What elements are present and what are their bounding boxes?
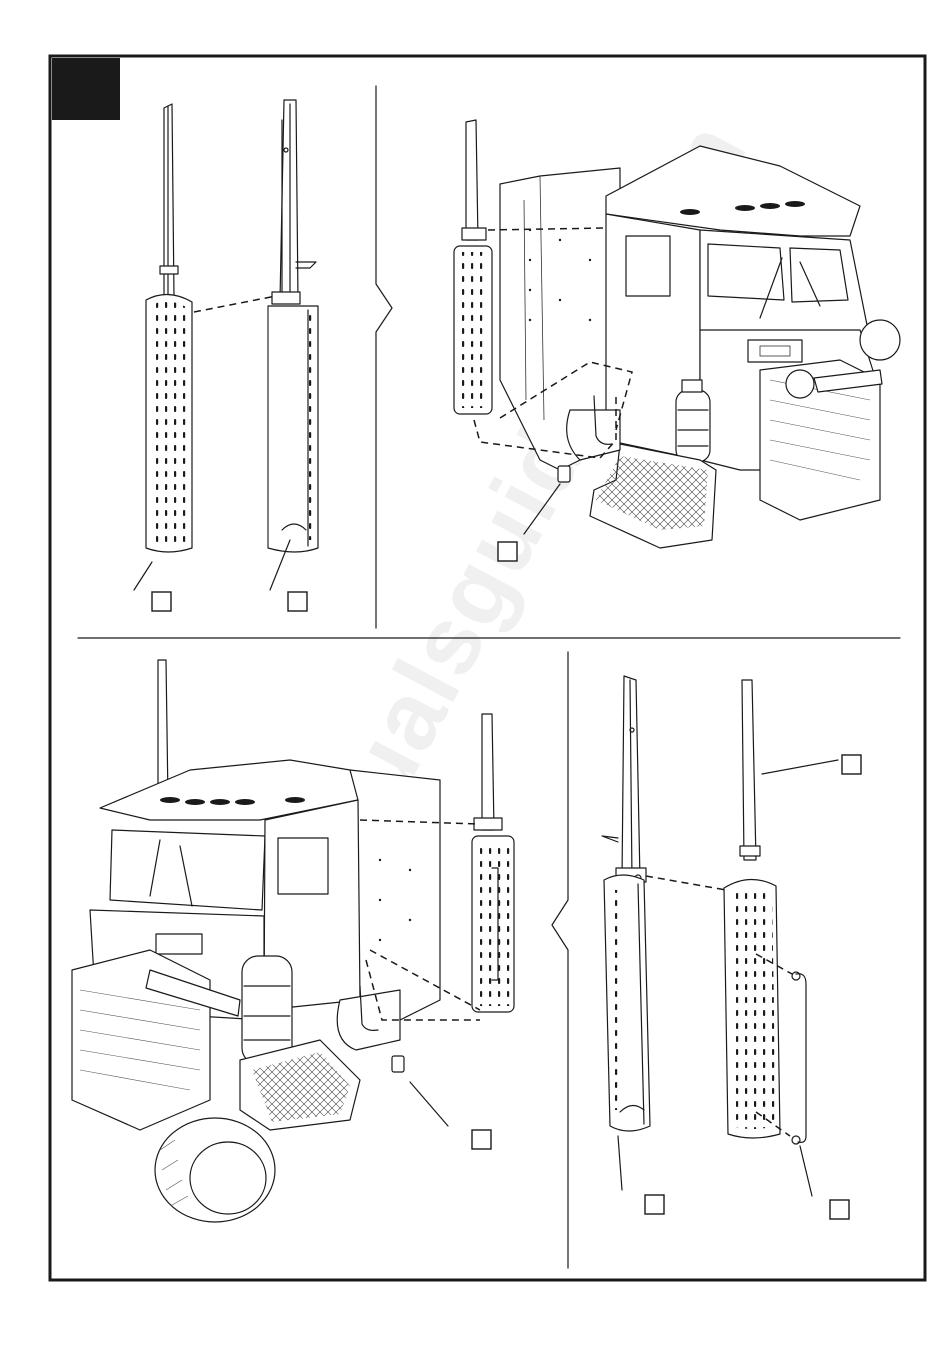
muffler-heat-shield-left bbox=[146, 104, 192, 552]
step-badge bbox=[52, 58, 120, 120]
muffler-perforated bbox=[724, 680, 806, 1144]
part-number-box-4 bbox=[472, 1130, 491, 1149]
muffler-installed-left bbox=[472, 714, 514, 1012]
muffler-heat-shield-right bbox=[268, 100, 318, 552]
part-number-box-1 bbox=[152, 592, 171, 611]
panel-top-left-muffler-assembly bbox=[134, 100, 318, 611]
panel-bottom-right-muffler-assembly bbox=[602, 676, 861, 1219]
part-number-box-6 bbox=[645, 1195, 664, 1214]
muffler-installed-right bbox=[454, 120, 492, 414]
cab-step bbox=[590, 444, 716, 548]
part-number-box-5 bbox=[842, 755, 861, 774]
air-cleaner-left bbox=[242, 956, 292, 1064]
air-cleaner bbox=[676, 380, 710, 462]
part-number-box-2 bbox=[288, 592, 307, 611]
front-tire bbox=[155, 1118, 275, 1222]
muffler-half-open bbox=[602, 676, 650, 1131]
part-number-box-7 bbox=[830, 1200, 849, 1219]
part-number-box-3 bbox=[498, 542, 517, 561]
